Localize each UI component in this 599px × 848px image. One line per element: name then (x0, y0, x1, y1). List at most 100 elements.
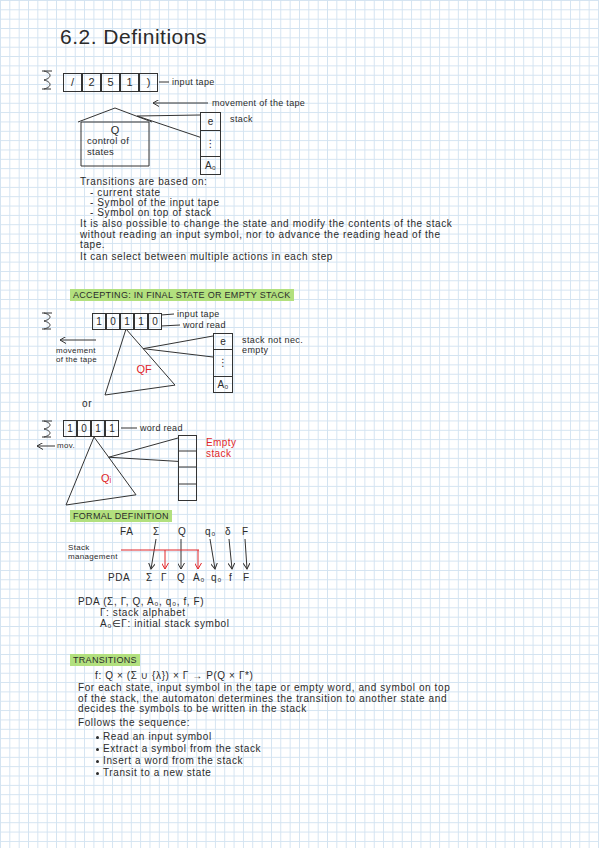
note-text: - Symbol of the input tape (90, 198, 220, 209)
reading-head-triangle: QF (105, 329, 175, 395)
tape-symbol: 0 (81, 424, 87, 434)
tape-cell: 1 (120, 313, 134, 330)
note-text: q₀ (211, 573, 222, 584)
state-symbol: Q (78, 124, 152, 136)
tape-cell: 2 (82, 73, 101, 92)
section-heading-band: FORMAL DEFINITION (70, 510, 172, 522)
tape-cell: 1 (91, 420, 105, 437)
triangle-outline-path (66, 437, 136, 505)
tape-cell: / (63, 73, 82, 92)
tape-symbol: 0 (110, 317, 116, 327)
bracket-squiggle (42, 71, 52, 89)
bracket-squiggle (42, 313, 52, 329)
bracket-squiggle (42, 421, 52, 437)
tape-symbol: 2 (88, 77, 94, 88)
stack-cell: e (201, 113, 220, 131)
section-heading: FORMAL DEFINITION (73, 510, 169, 522)
tape-symbol: 0 (152, 317, 158, 327)
note-text: Stack management (68, 543, 120, 561)
tape-cell: 0 (77, 420, 91, 437)
note-text: A₀∈Γ: initial stack symbol (100, 619, 230, 630)
mapping-arrow (245, 539, 247, 569)
section-heading-band: TRANSITIONS (70, 654, 140, 666)
stack-symbol: A₀ (205, 161, 216, 171)
stack-management-line (121, 550, 199, 551)
tape-symbol: 1 (96, 317, 102, 327)
bullet-item: Read an input symbol (103, 732, 212, 743)
bullet-item: Extract a symbol from the stack (103, 744, 261, 755)
note-text: input tape (172, 77, 215, 87)
mapping-arrow (229, 539, 232, 569)
leader-line (161, 325, 180, 326)
note-text: For each state, input symbol in the tape… (78, 683, 463, 715)
stack-cell: A₀ (201, 157, 220, 174)
reading-head-triangle: Qᵢ (66, 437, 136, 505)
note-text: F (243, 573, 250, 584)
tape-symbol: 1 (95, 424, 101, 434)
control-unit: Qcontrol of states (78, 107, 152, 167)
bullet-item: Insert a word from the stack (103, 756, 243, 767)
leader-line (161, 314, 174, 315)
note-text: Q (177, 573, 185, 584)
section-heading-band: ACCEPTING: IN FINAL STATE OR EMPTY STACK (70, 289, 294, 301)
note-text: PDA (108, 573, 130, 584)
tape-symbol: 1 (138, 317, 144, 327)
mapping-arrow (181, 539, 182, 569)
stack-symbol: e (208, 117, 214, 127)
movement-arrow (37, 446, 55, 447)
triangle-outline (66, 437, 136, 505)
note-text: - Symbol on top of stack (90, 208, 212, 219)
tape-symbol: 1 (126, 77, 132, 88)
note-text: Γ: stack alphabet (100, 608, 186, 619)
tape-cell: 1 (105, 420, 119, 437)
note-text: FA (120, 527, 133, 538)
read-head-line (137, 115, 200, 137)
tape-cell: ) (139, 73, 158, 92)
note-text: word read (140, 423, 183, 433)
stack-symbol: A₀ (218, 380, 229, 390)
read-head-line (109, 438, 178, 461)
tape-symbol: 5 (107, 77, 113, 88)
section-heading: TRANSITIONS (73, 654, 137, 666)
note-text: movement of the tape (212, 98, 305, 108)
tape-cell: 1 (120, 73, 139, 92)
note-text: Σ (146, 573, 153, 584)
tape-symbol: / (71, 77, 74, 88)
note-text: δ (225, 527, 231, 538)
note-text: movement of the tape (56, 346, 104, 364)
stack-symbol: ⋮ (218, 358, 228, 368)
stack-box: stacke⋮A₀ (200, 112, 221, 175)
tape-symbol: 1 (109, 424, 115, 434)
mapping-arrow (210, 539, 215, 569)
triangle-outline (105, 329, 175, 395)
note-text: Transitions are based on: (80, 177, 207, 188)
note-text: PDA (Σ, Γ, Q, A₀, q₀, f, F) (78, 597, 204, 608)
note-text: f: Q × (Σ ∪ {λ}) × Γ → P(Q × Γ*) (95, 671, 253, 682)
stack-symbol: ⋮ (206, 139, 216, 149)
note-text: A₀ (193, 573, 205, 584)
note-text: f (229, 573, 232, 584)
note-text: F (242, 527, 249, 538)
node-caption: control of states (87, 136, 139, 157)
stack-cell: ⋮ (214, 350, 232, 377)
note-text: - current state (90, 188, 161, 199)
stack-caption: stack not nec. empty (242, 335, 306, 355)
stack-management-arrow (165, 550, 166, 569)
note-text: Γ (161, 573, 167, 584)
tape-symbol: 1 (124, 317, 130, 327)
tape-cell: 5 (101, 73, 120, 92)
note-text: or (82, 399, 92, 410)
stack-caption: stack (230, 114, 270, 124)
stack-caption: Empty stack (206, 437, 248, 459)
movement-arrow (153, 103, 208, 104)
stack-cell: ⋮ (201, 131, 220, 157)
page-title: 6.2. Definitions (60, 25, 207, 49)
stack-symbol: e (220, 337, 226, 347)
empty-stack-box: Empty stack (178, 435, 197, 501)
note-text: input tape (177, 309, 220, 319)
tape-cell: 0 (148, 313, 162, 330)
tape-cell: 1 (63, 420, 77, 437)
note-text: mov. (57, 441, 75, 450)
triangle-outline-path (105, 329, 175, 395)
stack-box: stack not nec. emptye⋮A₀ (213, 333, 233, 393)
